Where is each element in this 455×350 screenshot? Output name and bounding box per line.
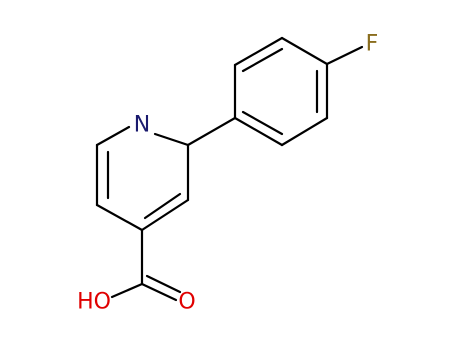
bond-p6-p1-inner — [241, 110, 284, 136]
fluorine-label: F — [366, 32, 379, 57]
bond-p6-p1 — [233, 116, 284, 147]
bond-c6-n — [95, 125, 131, 147]
bond-p2-p3 — [233, 36, 284, 67]
bond-c3-c4-inner — [143, 192, 182, 220]
hydroxyl-label: HO — [77, 290, 111, 315]
bond-pyridine-phenyl — [186, 116, 237, 147]
bond-c-o-double-1 — [140, 282, 178, 302]
bond-n-c2 — [153, 132, 190, 147]
bond-c-o-double-2 — [145, 274, 182, 294]
bond-c4-c5 — [95, 203, 144, 232]
bond-p5-p6 — [280, 116, 329, 147]
carbonyl-oxygen-label: O — [178, 290, 195, 315]
nitrogen-label: N — [134, 113, 150, 138]
bond-p3-p4 — [280, 36, 329, 66]
bond-c3-c4 — [140, 198, 190, 232]
bond-c-f — [325, 45, 364, 66]
bond-c-oh — [110, 282, 144, 299]
bond-p2-p3-inner — [241, 47, 284, 73]
